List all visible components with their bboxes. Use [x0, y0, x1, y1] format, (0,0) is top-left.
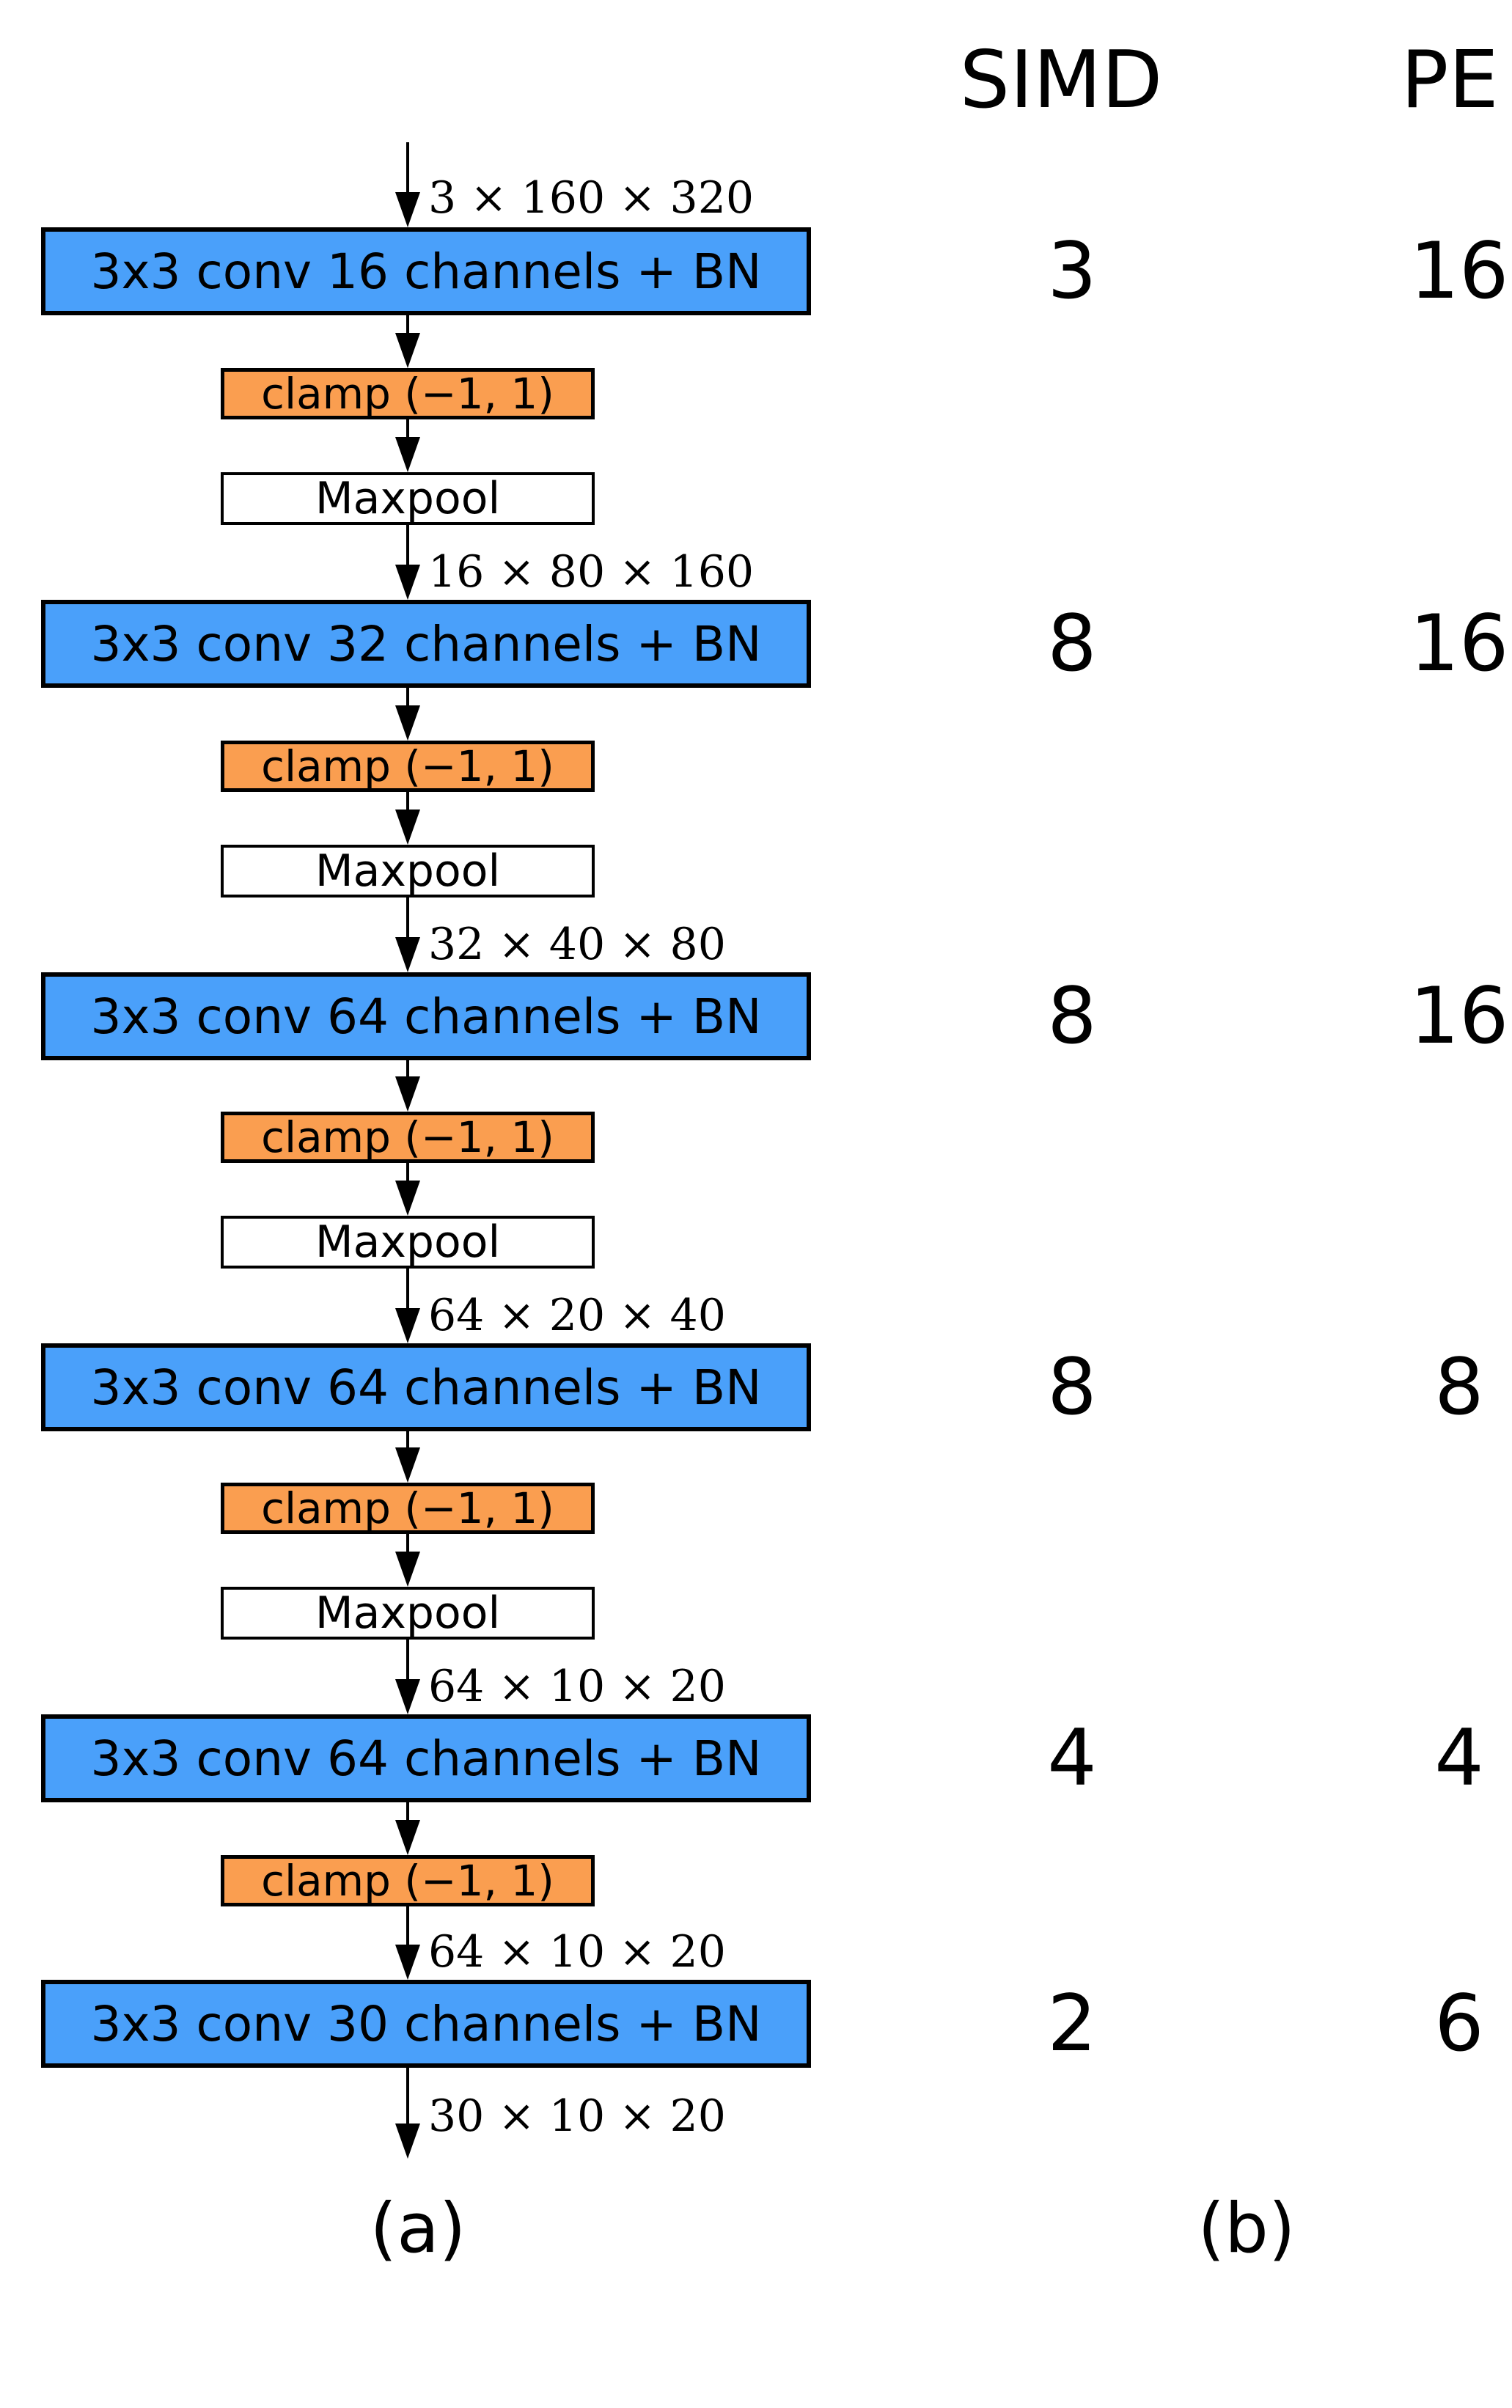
arrow-head-icon: [395, 1076, 420, 1112]
down-arrow: [395, 1802, 420, 1855]
conv-layer-box: 3x3 conv 30 channels + BN: [41, 1980, 811, 2068]
down-arrow: [395, 898, 420, 972]
arrow-shaft: [406, 2068, 409, 2129]
arrow-shaft: [406, 1431, 409, 1453]
arrow-head-icon: [395, 333, 420, 368]
down-arrow: [395, 688, 420, 741]
simd-value: 4: [1047, 1713, 1097, 1803]
down-arrow: [395, 1906, 420, 1980]
down-arrow: [395, 1163, 420, 1216]
arrow-shaft: [406, 1269, 409, 1314]
down-arrow: [395, 1431, 420, 1483]
tensor-dim-label: 3 × 160 × 320: [428, 172, 755, 224]
arrow-head-icon: [395, 1820, 420, 1855]
simd-value: 8: [1047, 1342, 1097, 1432]
maxpool-box: Maxpool: [221, 1216, 595, 1269]
arrow-shaft: [406, 1640, 409, 1685]
simd-column-header: SIMD: [959, 34, 1163, 126]
arrow-shaft: [406, 315, 409, 339]
arrow-shaft: [406, 525, 409, 570]
arrow-head-icon: [395, 1447, 420, 1483]
pe-value: 8: [1434, 1342, 1484, 1432]
simd-value: 8: [1047, 598, 1097, 689]
down-arrow: [395, 419, 420, 472]
tensor-dim-label: 16 × 80 × 160: [428, 546, 755, 598]
arrow-head-icon: [395, 1308, 420, 1343]
down-arrow: [395, 1534, 420, 1587]
pe-value: 6: [1434, 1978, 1484, 2069]
down-arrow: [395, 525, 420, 600]
conv-layer-box: 3x3 conv 64 channels + BN: [41, 1343, 811, 1431]
tensor-dim-label: 64 × 10 × 20: [428, 1926, 726, 1978]
clamp-box: clamp (−1, 1): [221, 1855, 595, 1906]
arrow-shaft: [406, 1060, 409, 1082]
arrow-head-icon: [395, 1181, 420, 1216]
tensor-dim-label: 64 × 10 × 20: [428, 1661, 726, 1712]
tensor-dim-label: 32 × 40 × 80: [428, 919, 726, 970]
arrow-shaft: [406, 688, 409, 711]
down-arrow: [395, 1269, 420, 1343]
arrow-shaft: [406, 898, 409, 943]
arrow-head-icon: [395, 192, 420, 227]
subfigure-label-a: (a): [370, 2189, 466, 2269]
pe-value: 16: [1409, 971, 1509, 1061]
simd-value: 2: [1047, 1978, 1097, 2069]
down-arrow: [395, 2068, 420, 2159]
conv-layer-box: 3x3 conv 64 channels + BN: [41, 972, 811, 1060]
down-arrow: [395, 315, 420, 368]
arrow-head-icon: [395, 1552, 420, 1587]
pe-value: 16: [1409, 598, 1509, 689]
conv-layer-box: 3x3 conv 32 channels + BN: [41, 600, 811, 688]
clamp-box: clamp (−1, 1): [221, 1483, 595, 1534]
arrow-head-icon: [395, 565, 420, 600]
down-arrow: [395, 1640, 420, 1714]
clamp-box: clamp (−1, 1): [221, 741, 595, 792]
simd-value: 8: [1047, 971, 1097, 1061]
arrow-shaft: [406, 1163, 409, 1186]
clamp-box: clamp (−1, 1): [221, 1112, 595, 1163]
down-arrow: [395, 792, 420, 845]
maxpool-box: Maxpool: [221, 1587, 595, 1640]
conv-layer-box: 3x3 conv 16 channels + BN: [41, 227, 811, 315]
down-arrow: [395, 1060, 420, 1112]
arrow-head-icon: [395, 1679, 420, 1714]
clamp-box: clamp (−1, 1): [221, 368, 595, 419]
arrow-shaft: [406, 419, 409, 443]
arrow-head-icon: [395, 2123, 420, 2159]
pe-value: 4: [1434, 1713, 1484, 1803]
arrow-shaft: [406, 1802, 409, 1826]
down-arrow: [395, 142, 420, 227]
subfigure-label-b: (b): [1197, 2189, 1296, 2269]
arrow-head-icon: [395, 437, 420, 472]
arrow-shaft: [406, 142, 409, 198]
maxpool-box: Maxpool: [221, 472, 595, 525]
arrow-head-icon: [395, 937, 420, 972]
conv-layer-box: 3x3 conv 64 channels + BN: [41, 1714, 811, 1802]
tensor-dim-label: 30 × 10 × 20: [428, 2091, 726, 2142]
arrow-head-icon: [395, 810, 420, 845]
simd-value: 3: [1047, 226, 1097, 316]
arrow-shaft: [406, 792, 409, 815]
arrow-head-icon: [395, 1945, 420, 1980]
pe-value: 16: [1409, 226, 1509, 316]
pe-column-header: PE: [1401, 34, 1499, 126]
tensor-dim-label: 64 × 20 × 40: [428, 1290, 726, 1341]
arrow-head-icon: [395, 705, 420, 741]
arrow-shaft: [406, 1534, 409, 1557]
maxpool-box: Maxpool: [221, 845, 595, 898]
arrow-shaft: [406, 1906, 409, 1950]
